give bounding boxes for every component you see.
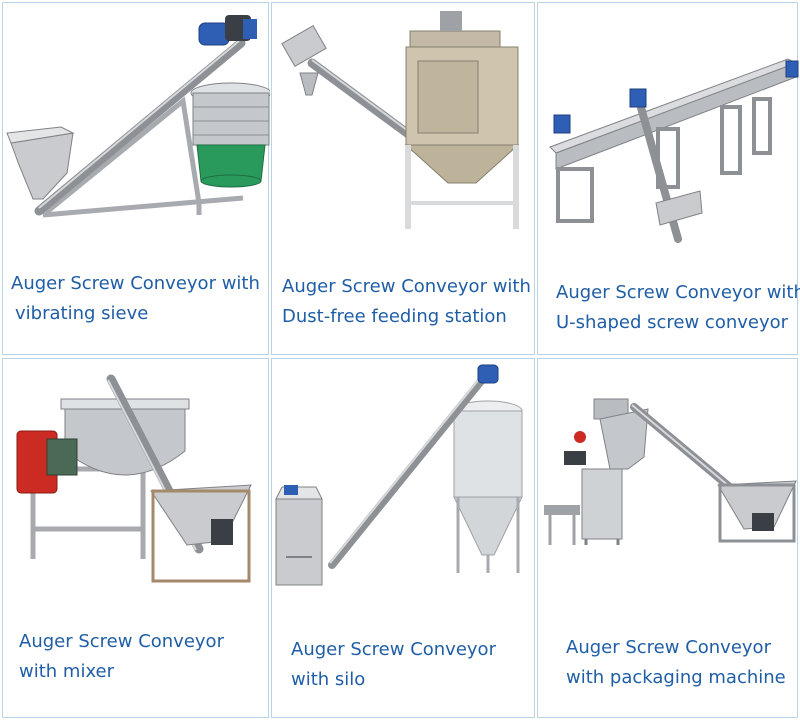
product-card-packaging-machine[interactable]: Auger Screw Conveyor with packaging mach… xyxy=(537,358,798,718)
product-card-mixer[interactable]: Auger Screw Conveyor with mixer xyxy=(2,358,269,718)
product-caption: Auger Screw Conveyor with vibrating siev… xyxy=(11,269,260,329)
product-card-u-shaped-screw-conveyor[interactable]: Auger Screw Conveyor with U-shaped screw… xyxy=(537,2,800,355)
caption-line-2: vibrating sieve xyxy=(15,303,149,324)
caption-line-2: Dust-free feeding station xyxy=(282,306,507,327)
product-caption: Auger Screw Conveyor with mixer xyxy=(19,627,224,687)
silo-conveyor-image xyxy=(275,364,523,586)
caption-line-2: with packaging machine xyxy=(566,667,786,688)
caption-line-1: Auger Screw Conveyor xyxy=(19,631,224,652)
product-card-vibrating-sieve[interactable]: Auger Screw Conveyor with vibrating siev… xyxy=(2,2,270,355)
caption-line-1: Auger Screw Conveyor with xyxy=(11,273,260,294)
product-caption: Auger Screw Conveyor with packaging mach… xyxy=(566,633,786,693)
product-caption: Auger Screw Conveyor with silo xyxy=(291,635,496,695)
packaging-machine-conveyor-image xyxy=(544,398,797,545)
dust-free-feeding-station-conveyor-image xyxy=(281,11,520,229)
mixer-conveyor-image xyxy=(16,374,252,583)
product-card-silo[interactable]: Auger Screw Conveyor with silo xyxy=(271,358,535,718)
caption-line-1: Auger Screw Conveyor xyxy=(566,637,771,658)
u-shaped-screw-conveyor-image xyxy=(549,58,799,243)
product-card-dust-free-feeding-station[interactable]: Auger Screw Conveyor with Dust-free feed… xyxy=(271,2,535,355)
caption-line-1: Auger Screw Conveyor with xyxy=(556,282,800,303)
caption-line-2: with silo xyxy=(291,669,366,690)
caption-line-2: U-shaped screw conveyor xyxy=(556,312,789,333)
vibrating-sieve-conveyor-image xyxy=(6,15,270,218)
product-caption: Auger Screw Conveyor with U-shaped screw… xyxy=(556,278,800,338)
caption-line-1: Auger Screw Conveyor xyxy=(291,639,496,660)
caption-line-2: with mixer xyxy=(19,661,115,682)
caption-line-1: Auger Screw Conveyor with xyxy=(282,276,531,297)
product-caption: Auger Screw Conveyor with Dust-free feed… xyxy=(282,272,531,332)
